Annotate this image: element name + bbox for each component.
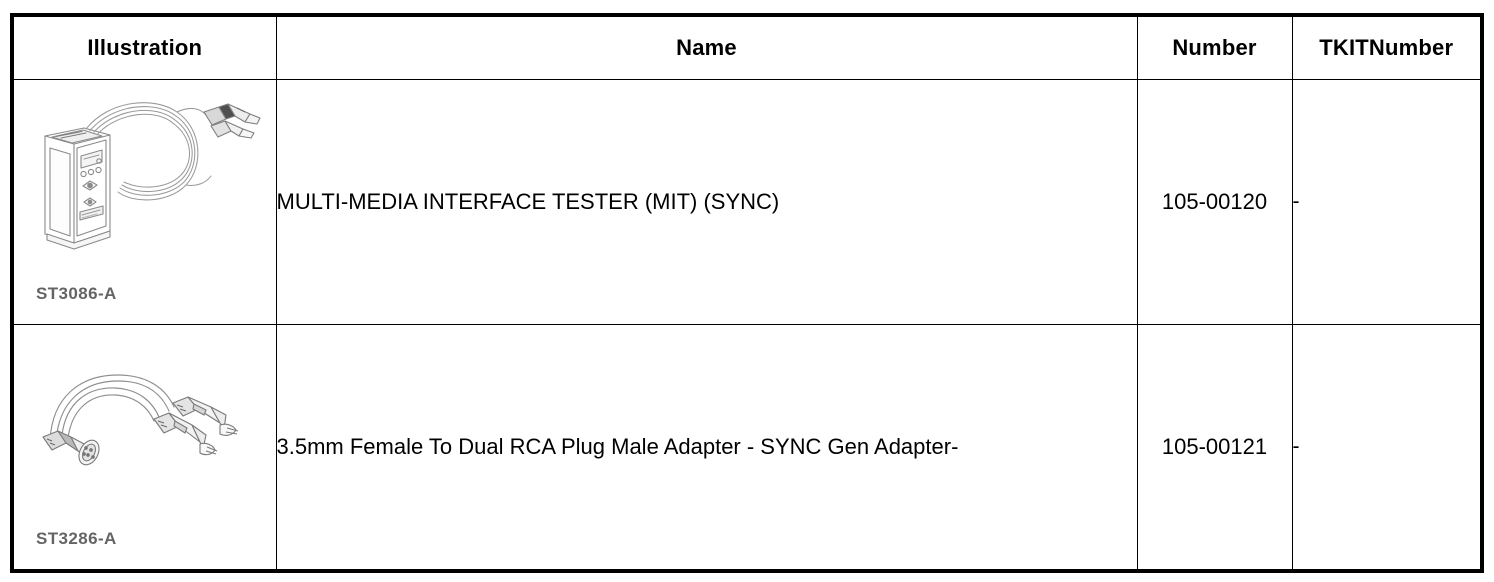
column-header-number: Number <box>1136 14 1293 80</box>
table-header-row: Illustration Name Number TKITNumber <box>11 14 1483 80</box>
multi-media-interface-tester-icon <box>44 101 261 250</box>
tkit-number-cell: - <box>1291 323 1483 571</box>
parts-table: Illustration Name Number TKITNumber <box>10 13 1484 573</box>
part-number-cell: 105-00121 <box>1136 323 1293 571</box>
part-name-cell: MULTI-MEDIA INTERFACE TESTER (MIT) (SYNC… <box>275 78 1138 325</box>
table-row: ST3286-A 3.5mm Female To Dual RCA Plug M… <box>11 323 1483 571</box>
illustration-code-label: ST3086-A <box>36 283 117 303</box>
illustration-cell: ST3286-A <box>11 323 277 571</box>
part-number-cell: 105-00120 <box>1136 78 1293 325</box>
illustration-code-label: ST3286-A <box>36 528 117 548</box>
illustration-cell: ST3086-A <box>11 78 277 325</box>
tkit-number-cell: - <box>1291 78 1483 325</box>
column-header-name: Name <box>275 14 1138 80</box>
part-name-cell: 3.5mm Female To Dual RCA Plug Male Adapt… <box>275 323 1138 571</box>
column-header-tkitnumber: TKITNumber <box>1291 14 1483 80</box>
column-header-illustration: Illustration <box>11 14 277 80</box>
rca-adapter-cable-icon <box>42 373 239 465</box>
table-row: ST3086-A MULTI-MEDIA INTERFACE TESTER (M… <box>11 78 1483 325</box>
